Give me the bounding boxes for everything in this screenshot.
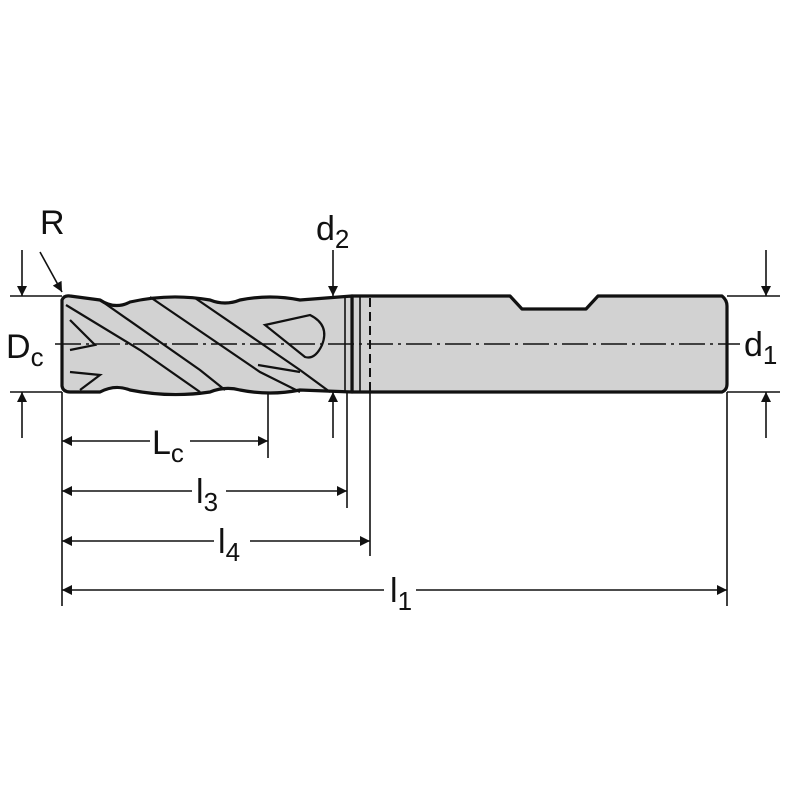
label-Lc: Lc [152,424,184,468]
label-l3: l3 [196,473,218,517]
length-dimensions [62,436,727,595]
diameter-arrows [17,250,771,438]
label-Dc: Dc [6,328,44,372]
label-R: R [40,204,65,242]
radius-arrow [39,251,63,293]
label-d1: d1 [744,326,777,370]
label-l4: l4 [218,523,240,567]
fluted-cutter [60,294,354,397]
label-d2: d2 [316,210,349,254]
label-l1: l1 [390,572,412,616]
extension-lines [10,295,780,606]
